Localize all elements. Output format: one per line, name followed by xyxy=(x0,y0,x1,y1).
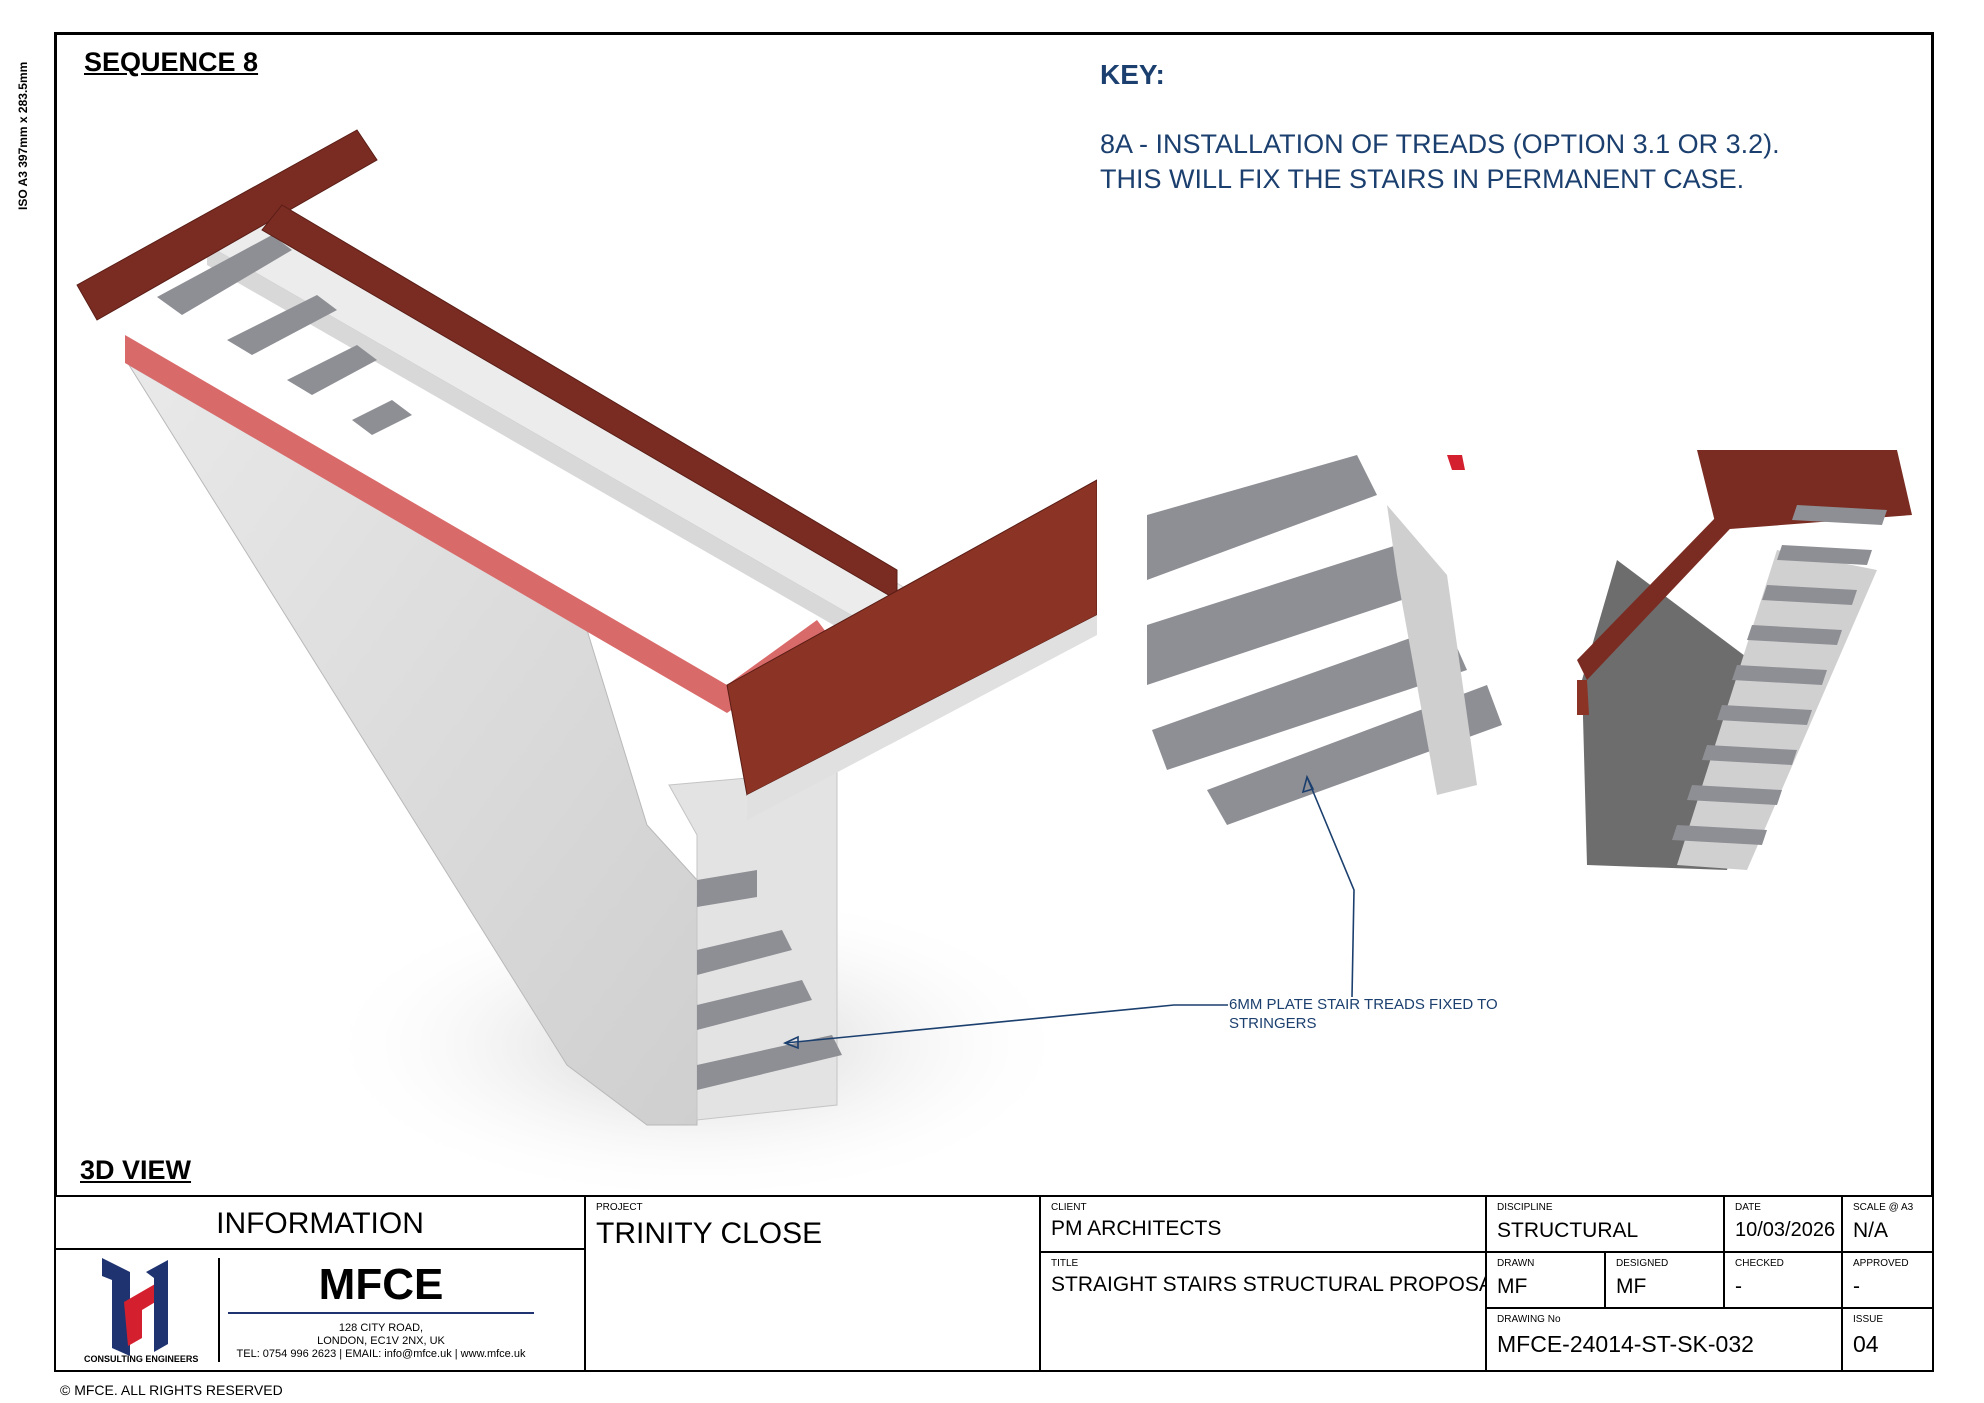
key-line-1: 8A - INSTALLATION OF TREADS (OPTION 3.1 … xyxy=(1100,129,1780,159)
overview-tread xyxy=(1792,505,1887,525)
client-label: CLIENT xyxy=(1051,1202,1087,1213)
scale-value: N/A xyxy=(1853,1219,1889,1242)
address-line-1: 128 CITY ROAD, xyxy=(338,1322,424,1334)
detail-stringer xyxy=(1387,505,1477,795)
logo-divider xyxy=(218,1258,220,1362)
overview-3d-render xyxy=(1577,450,1912,870)
steel-beam-top xyxy=(76,129,378,321)
issue-cell: ISSUE 04 xyxy=(1841,1307,1934,1372)
callout-leaders xyxy=(782,774,1355,1050)
scale-cell: SCALE @ A3 N/A xyxy=(1841,1195,1934,1253)
tread-detail-render xyxy=(1147,455,1502,825)
company-cell: CONSULTING ENGINEERS MFCE 128 CITY ROAD,… xyxy=(54,1248,586,1372)
pink-angle xyxy=(125,335,727,713)
drawn-cell: DRAWN MF xyxy=(1485,1251,1606,1309)
date-cell: DATE 10/03/2026 xyxy=(1723,1195,1843,1253)
leader-arrow-main xyxy=(782,1035,799,1050)
copyright-notice: © MFCE. ALL RIGHTS RESERVED xyxy=(60,1382,283,1398)
company-underline xyxy=(228,1312,534,1314)
approved-label: APPROVED xyxy=(1853,1258,1909,1269)
overview-tread xyxy=(1702,745,1797,765)
callout-line-2: STRINGERS xyxy=(1229,1015,1317,1032)
issue-value: 04 xyxy=(1853,1331,1879,1357)
overview-tread xyxy=(1777,545,1872,565)
address-line-2: LONDON, EC1V 2NX, UK xyxy=(317,1335,445,1347)
beam-underside xyxy=(747,615,1097,820)
title-label: TITLE xyxy=(1051,1258,1079,1269)
project-value: TRINITY CLOSE xyxy=(596,1217,823,1250)
company-address: 128 CITY ROAD, LONDON, EC1V 2NX, UK TEL:… xyxy=(228,1322,534,1361)
upper-tread xyxy=(227,295,337,355)
title-cell: TITLE STRAIGHT STAIRS STRUCTURAL PROPOSA… xyxy=(1039,1251,1505,1372)
client-value: PM ARCHITECTS xyxy=(1051,1217,1222,1240)
discipline-value: STRUCTURAL xyxy=(1497,1219,1639,1242)
contact-line: TEL: 0754 996 2623 | EMAIL: info@mfce.uk… xyxy=(236,1348,526,1360)
overview-tread xyxy=(1747,625,1842,645)
designed-value: MF xyxy=(1616,1275,1647,1298)
overview-beam-side xyxy=(1577,480,1762,680)
information-cell: INFORMATION xyxy=(54,1195,586,1250)
steel-beam-front xyxy=(726,479,1097,796)
leader-arrow-detail xyxy=(1301,774,1315,794)
overview-tread xyxy=(1687,785,1782,805)
mfce-logo-icon xyxy=(102,1258,168,1356)
lower-tread xyxy=(697,930,792,975)
callout-line-1: 6MM PLATE STAIR TREADS FIXED TO xyxy=(1229,996,1498,1013)
date-value: 10/03/2026 xyxy=(1735,1219,1836,1241)
drawing-sheet: SEQUENCE 8 KEY: 8A - INSTALLATION OF TRE… xyxy=(54,32,1934,1372)
overview-tread xyxy=(1732,665,1827,685)
issue-label: ISSUE xyxy=(1853,1314,1884,1325)
drawing-number-value: MFCE-24014-ST-SK-032 xyxy=(1497,1331,1754,1357)
project-label: PROJECT xyxy=(596,1202,643,1213)
discipline-cell: DISCIPLINE STRUCTURAL xyxy=(1485,1195,1725,1253)
date-label: DATE xyxy=(1735,1202,1761,1213)
company-name: MFCE xyxy=(318,1260,444,1309)
checked-value: - xyxy=(1735,1275,1742,1298)
sequence-title: SEQUENCE 8 xyxy=(84,47,259,77)
key-line-2: THIS WILL FIX THE STAIRS IN PERMANENT CA… xyxy=(1100,164,1745,194)
leader-line-detail xyxy=(1306,776,1355,998)
title-block: INFORMATION CONSULTING ENGINEERS MFCE 12… xyxy=(54,1195,1934,1372)
overview-tread xyxy=(1762,585,1857,605)
discipline-label: DISCIPLINE xyxy=(1497,1202,1553,1213)
detail-tread xyxy=(1152,625,1467,770)
drawn-value: MF xyxy=(1497,1275,1528,1298)
landing-slab-edge xyxy=(207,245,877,650)
sheet-size-note: ISO A3 397mm x 283.5mm xyxy=(16,61,30,210)
upper-tread xyxy=(157,235,292,315)
overview-beam-end xyxy=(1577,680,1589,715)
project-cell: PROJECT TRINITY CLOSE xyxy=(584,1195,1041,1372)
lower-tread xyxy=(697,980,812,1030)
detail-beam-fragment xyxy=(1447,455,1465,470)
lower-tread xyxy=(697,870,757,907)
lower-tread xyxy=(697,1035,842,1090)
overview-tread xyxy=(1672,825,1767,845)
approved-value: - xyxy=(1853,1275,1860,1298)
designed-label: DESIGNED xyxy=(1616,1258,1669,1269)
title-value: STRAIGHT STAIRS STRUCTURAL PROPOSAL xyxy=(1051,1273,1505,1296)
callout-text: 6MM PLATE STAIR TREADS FIXED TO STRINGER… xyxy=(1229,995,1498,1033)
drawing-number-label: DRAWING No xyxy=(1497,1314,1561,1325)
client-cell: CLIENT PM ARCHITECTS xyxy=(1039,1195,1487,1253)
company-subtitle: CONSULTING ENGINEERS xyxy=(84,1354,199,1364)
key-title: KEY: xyxy=(1100,59,1165,90)
leader-line-main xyxy=(784,1004,1228,1044)
main-3d-render xyxy=(76,129,1097,1195)
checked-label: CHECKED xyxy=(1735,1258,1784,1269)
view-label: 3D VIEW xyxy=(80,1155,192,1185)
detail-tread xyxy=(1147,455,1377,580)
overview-tread xyxy=(1717,705,1812,725)
scale-label: SCALE @ A3 xyxy=(1853,1202,1914,1213)
upper-tread xyxy=(287,345,377,395)
information-label: INFORMATION xyxy=(216,1207,424,1240)
drawn-label: DRAWN xyxy=(1497,1258,1535,1269)
designed-cell: DESIGNED MF xyxy=(1604,1251,1725,1309)
drawing-number-cell: DRAWING No MFCE-24014-ST-SK-032 xyxy=(1485,1307,1843,1372)
checked-cell: CHECKED - xyxy=(1723,1251,1843,1309)
upper-tread xyxy=(352,400,412,435)
detail-tread xyxy=(1147,545,1417,685)
approved-cell: APPROVED - xyxy=(1841,1251,1934,1309)
